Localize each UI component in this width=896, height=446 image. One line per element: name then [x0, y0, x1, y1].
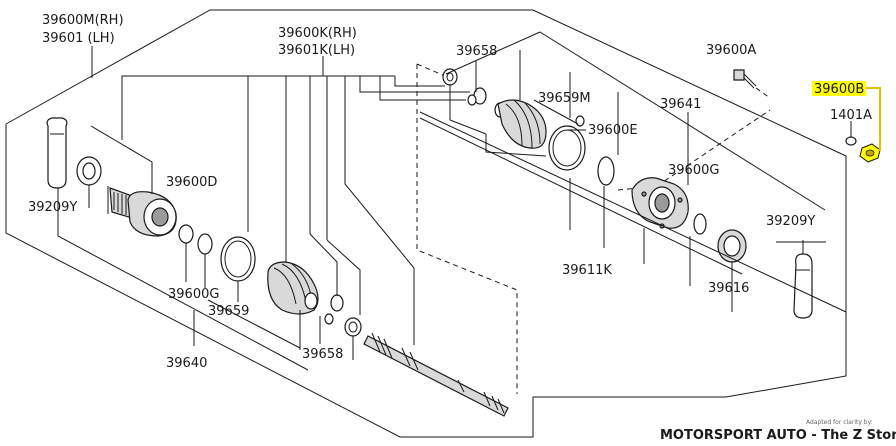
- label-39640: 39640: [166, 356, 207, 371]
- label-39209y-right: 39209Y: [766, 214, 815, 229]
- label-39658-bottom: 39658: [302, 347, 343, 362]
- label-39611k: 39611K: [562, 263, 612, 278]
- snap-ring-39600g-right[interactable]: [693, 213, 707, 235]
- snap-ring-39600d[interactable]: [178, 224, 194, 244]
- snap-ring-bottom[interactable]: [344, 317, 362, 337]
- label-39659: 39659: [208, 304, 249, 319]
- seal-39658-top[interactable]: [442, 68, 458, 86]
- label-39600g-left: 39600G: [168, 287, 219, 302]
- label-39659m: 39659M: [538, 91, 591, 106]
- inner-joint-housing-39641[interactable]: [631, 177, 689, 229]
- boot-clamp-39658-bottom[interactable]: [324, 294, 344, 325]
- snap-ring-39600e[interactable]: [597, 156, 615, 186]
- label-39600g-right: 39600G: [668, 163, 719, 178]
- label-39600b: 39600B: [814, 82, 864, 97]
- label-39600k-rh: 39600K(RH): [278, 26, 357, 41]
- label-39209y-left: 39209Y: [28, 200, 77, 215]
- credit-store-name: MOTORSPORT AUTO - The Z Store: [660, 428, 896, 443]
- clamp-39658-top[interactable]: [467, 87, 487, 106]
- label-39616: 39616: [708, 281, 749, 296]
- inner-boot-39659m[interactable]: [494, 99, 547, 149]
- label-39658-top: 39658: [456, 44, 497, 59]
- label-1401a: 1401A: [830, 108, 872, 123]
- dust-cover-right[interactable]: [793, 253, 813, 319]
- diagram-frame: [5, 9, 847, 438]
- nut-39600b[interactable]: [859, 143, 881, 163]
- boot-band-39600e[interactable]: [548, 115, 586, 171]
- label-39641: 39641: [660, 97, 701, 112]
- outer-boot-39640[interactable]: [267, 261, 319, 315]
- bolt-39600a[interactable]: [733, 69, 757, 89]
- dust-cover-left[interactable]: [46, 117, 68, 189]
- oil-seal-39616[interactable]: [717, 229, 747, 263]
- highlight-39600b: [812, 81, 866, 96]
- drive-shaft[interactable]: [363, 332, 509, 417]
- label-39600a: 39600A: [706, 43, 756, 58]
- outer-cv-joint[interactable]: [109, 187, 177, 237]
- band-39600g-left[interactable]: [197, 233, 213, 255]
- rh-shaft-dashed-outline: [416, 64, 518, 394]
- label-39600e: 39600E: [588, 123, 638, 138]
- credit-adapted-by: Adapted for clarity by:: [806, 419, 873, 426]
- grease-seal-left[interactable]: [76, 156, 102, 186]
- boot-band-39659[interactable]: [220, 236, 256, 282]
- label-39601-lh: 39601 (LH): [42, 31, 115, 46]
- washer-1401a[interactable]: [845, 136, 857, 146]
- label-39601k-lh: 39601K(LH): [278, 43, 355, 58]
- label-39600d: 39600D: [166, 175, 217, 190]
- label-39600m-rh: 39600M(RH): [42, 13, 124, 28]
